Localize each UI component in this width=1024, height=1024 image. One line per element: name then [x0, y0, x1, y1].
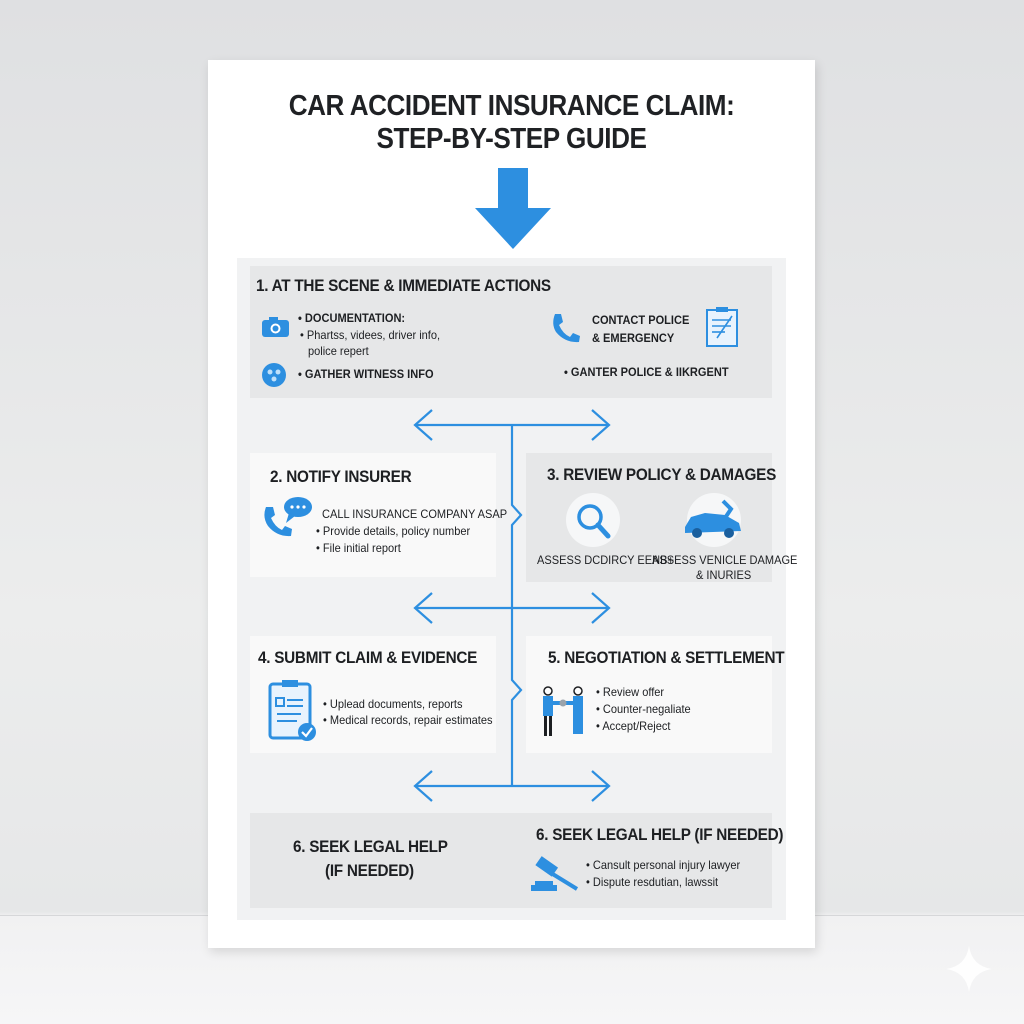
notepad-icon — [706, 307, 738, 347]
car-wrench-icon — [685, 493, 741, 547]
step-2-box: 2. NOTIFY INSURER CALL INSURANCE COMPANY… — [250, 453, 507, 577]
down-arrow-icon — [475, 168, 551, 249]
phone-chat-icon — [264, 497, 312, 537]
sparkle-icon — [946, 946, 992, 992]
clipboard-check-icon — [268, 680, 316, 741]
camera-icon — [262, 317, 289, 337]
contact-police-line-1: CONTACT POLICE — [592, 313, 690, 327]
assess-vehicle-damage-line-1: ASSESS VENICLE DAMAGE — [652, 553, 798, 567]
step-5-heading: 5. NEGOTIATION & SETTLEMENT — [548, 648, 785, 667]
step-6-heading: 6. SEEK LEGAL HELP (IF NEEDED) — [536, 825, 784, 844]
ganter-police-urgent: • GANTER POLICE & IIKRGENT — [564, 365, 729, 379]
documentation-detail-2: police repert — [308, 344, 369, 358]
file-initial-report: • File initial report — [316, 541, 401, 555]
upload-documents: • Uplead documents, reports — [323, 697, 463, 711]
provide-details: • Provide details, policy number — [316, 524, 471, 538]
gavel-icon — [531, 856, 579, 891]
dispute-resolution: • Dispute resdutian, lawssit — [586, 875, 719, 889]
magnifier-icon — [566, 493, 620, 547]
phone-icon — [553, 314, 580, 343]
documentation-label: • DOCUMENTATION: — [298, 311, 406, 325]
step-1-box: 1. AT THE SCENE & IMMEDIATE ACTIONS • DO… — [250, 266, 772, 398]
title-line-2: STEP-BY-STEP GUIDE — [376, 123, 647, 155]
step-6-box: 6. SEEK LEGAL HELP (IF NEEDED) 6. SEEK L… — [250, 813, 784, 908]
counter-negotiate: • Counter-negaliate — [596, 702, 691, 716]
review-offer: • Review offer — [596, 685, 665, 699]
step-4-box: 4. SUBMIT CLAIM & EVIDENCE • Uplead docu… — [250, 636, 496, 753]
assess-vehicle-damage-line-2: & INURIES — [696, 568, 752, 582]
step-6-left-line-2: (IF NEEDED) — [325, 861, 414, 880]
step-3-box: 3. REVIEW POLICY & DAMAGES ASSESS DCDIRC… — [526, 453, 797, 582]
medical-records: • Medical records, repair estimates — [323, 713, 493, 727]
contact-police-line-2: & EMERGENCY — [592, 331, 675, 345]
gather-witness-info: • GATHER WITNESS INFO — [298, 367, 434, 381]
call-insurance-company: CALL INSURANCE COMPANY ASAP — [322, 507, 508, 521]
handshake-icon — [543, 686, 583, 736]
step-2-heading: 2. NOTIFY INSURER — [270, 467, 412, 486]
title-line-1: CAR ACCIDENT INSURANCE CLAIM: — [288, 90, 735, 122]
accept-reject: • Accept/Reject — [596, 719, 671, 733]
witness-icon — [262, 363, 286, 387]
assess-policy-label: ASSESS DCDIRCY EENB+ — [537, 553, 674, 567]
documentation-detail-1: • Phartss, videes, driver info, — [300, 328, 441, 342]
step-1-heading: 1. AT THE SCENE & IMMEDIATE ACTIONS — [256, 276, 551, 295]
step-5-box: 5. NEGOTIATION & SETTLEMENT • Review off… — [526, 636, 785, 753]
step-4-heading: 4. SUBMIT CLAIM & EVIDENCE — [258, 648, 478, 667]
step-3-heading: 3. REVIEW POLICY & DAMAGES — [547, 465, 777, 484]
step-6-left-line-1: 6. SEEK LEGAL HELP — [293, 837, 448, 856]
consult-lawyer: • Cansult personal injury lawyer — [586, 858, 741, 872]
